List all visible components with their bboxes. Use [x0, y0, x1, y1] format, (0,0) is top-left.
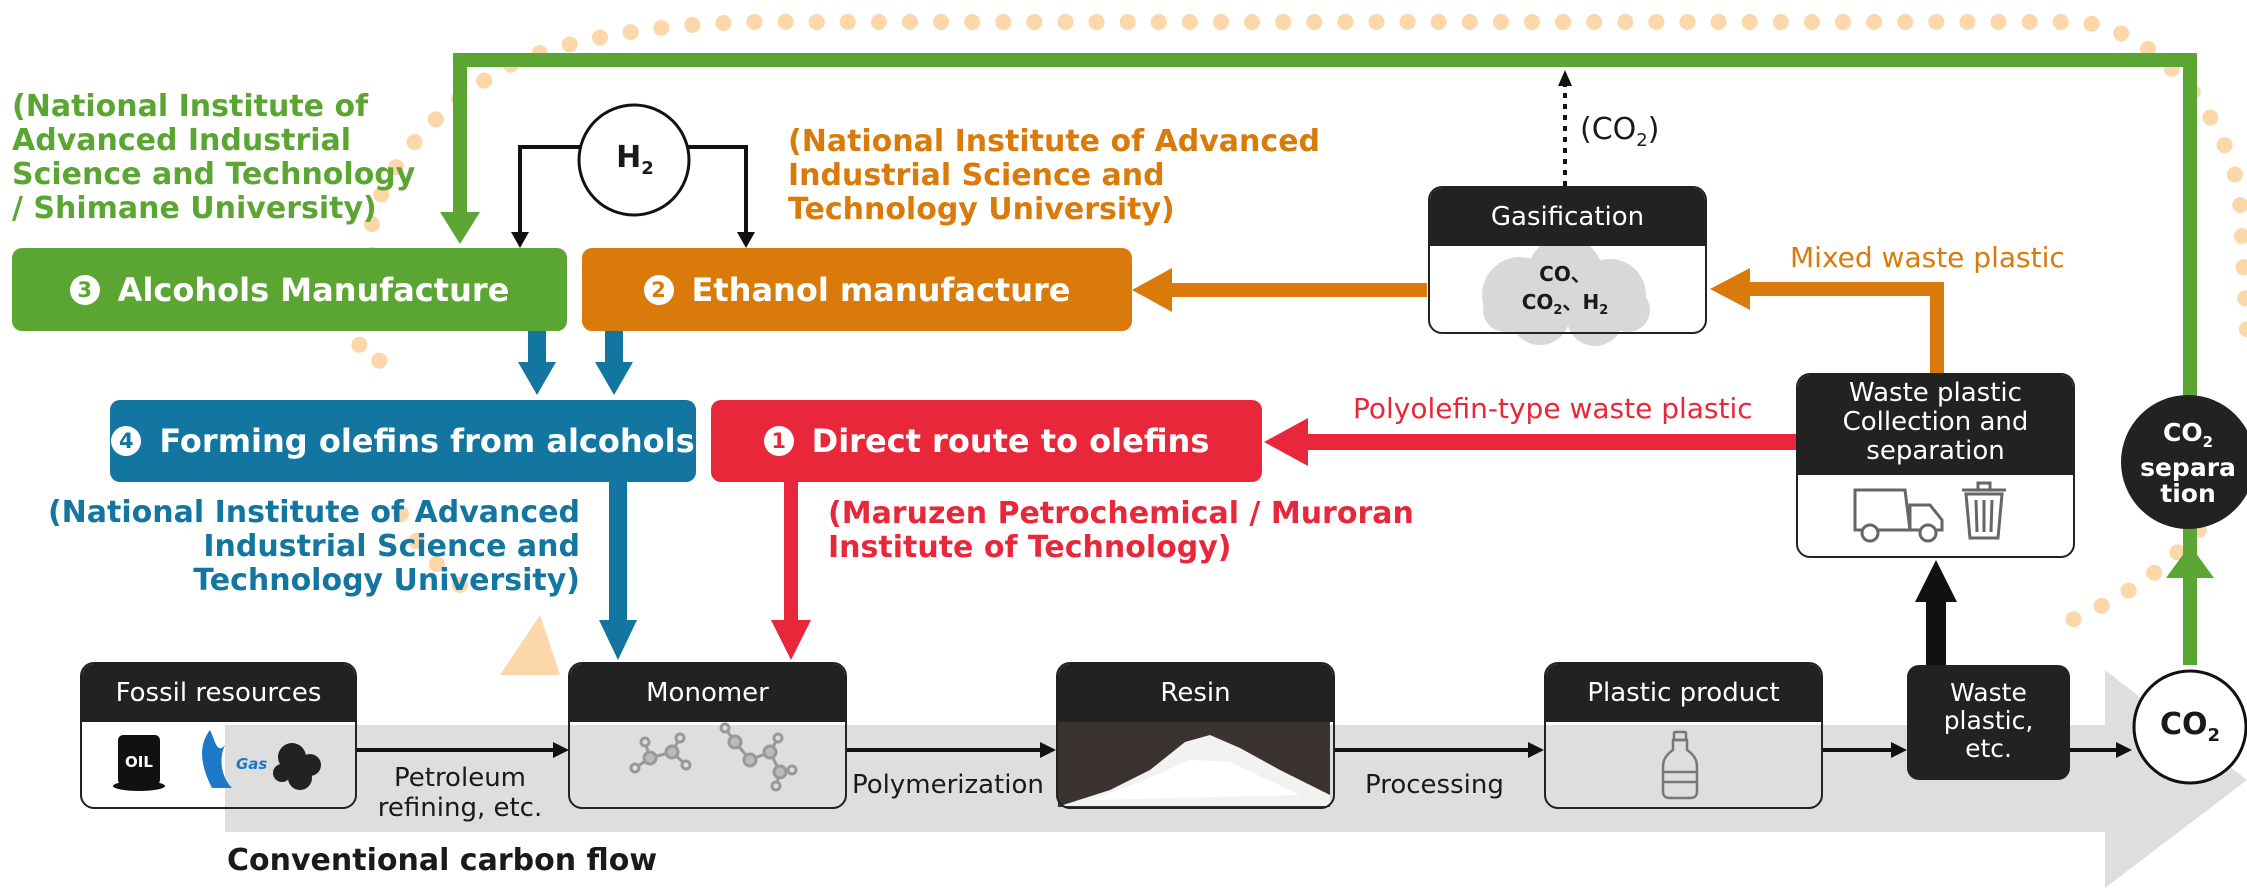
blue-shaft-left: [528, 330, 546, 368]
process-number-1: 1: [763, 426, 794, 456]
orange-arrowhead-ethanol: [1132, 268, 1172, 312]
process-label-alcohols: Alcohols Manufacture: [117, 270, 510, 309]
svg-text:Gas: Gas: [236, 755, 267, 773]
co2-separation-circle: [2121, 395, 2247, 529]
dotted-loop-arrowhead: [500, 615, 560, 675]
ethylene-molecule-icon: [629, 732, 692, 774]
process-number-4: 4: [111, 426, 142, 456]
plastic-product-box: Plastic product: [1544, 662, 1823, 809]
red-shaft-polyolefin: [1300, 434, 1800, 450]
processing-label: Processing: [1365, 770, 1504, 800]
monomer-title: Monomer: [570, 664, 845, 722]
process-label-ethanol: Ethanol manufacture: [691, 270, 1071, 309]
polyolefin-waste-label: Polyolefin-type waste plastic: [1353, 392, 1753, 425]
red-shaft-monomer: [784, 480, 798, 628]
waste-plastic-box: Waste plastic, etc.: [1907, 665, 2070, 780]
h2-arrowhead-right: [737, 232, 755, 248]
red-arrowhead-direct: [1264, 418, 1308, 466]
co2-emission-label: (CO2): [1580, 112, 1660, 151]
process-label-olefins-from-alcohols: Forming olefins from alcohols: [159, 422, 695, 460]
dotted-carbon-loop: [347, 13, 2247, 633]
conventional-flow-label: Conventional carbon flow: [227, 843, 658, 878]
co2-separation-label: CO2 separa tion: [2140, 418, 2236, 508]
resin-box: Resin: [1056, 662, 1335, 809]
coal-icon: [273, 743, 321, 790]
blue-shaft-monomer: [609, 480, 627, 628]
oil-barrel-icon: OIL: [113, 735, 165, 791]
propylene-molecule-icon: [719, 722, 798, 792]
process-1-direct-route: 1 Direct route to olefins: [711, 400, 1262, 482]
gasification-title: Gasification: [1430, 188, 1705, 246]
process-4-olefins-from-alcohols: 4 Forming olefins from alcohols: [110, 400, 696, 482]
gasification-box: Gasification: [1428, 186, 1707, 334]
institution-red: (Maruzen Petrochemical / Muroran Institu…: [828, 496, 1414, 565]
resin-pellets-image: [1058, 720, 1330, 807]
petroleum-refining-label: Petroleum refining, etc.: [377, 763, 543, 823]
orange-shaft-gasification: [1165, 283, 1427, 297]
h2-line-right: [688, 145, 748, 236]
chain-arrows: [355, 742, 2132, 758]
orange-arrowhead-gasification: [1710, 268, 1750, 310]
co2-circle-label: CO2: [2159, 707, 2221, 746]
bottle-icon: [1661, 730, 1699, 800]
black-shaft-collection: [1926, 598, 1946, 666]
co2-emission-arrowhead: [1558, 70, 1572, 86]
green-loop-line: [453, 53, 2197, 665]
red-arrowhead-monomer: [771, 620, 811, 660]
orange-line-mixed: [1745, 282, 1944, 374]
trash-can-icon: [1962, 481, 2006, 540]
gas-flame-icon: Gas: [202, 730, 267, 788]
blue-arrowhead-monomer: [599, 620, 637, 660]
process-2-ethanol: 2 Ethanol manufacture: [582, 248, 1132, 331]
mixed-waste-label: Mixed waste plastic: [1790, 241, 2065, 274]
resin-title: Resin: [1058, 664, 1333, 722]
blue-shaft-right: [605, 330, 623, 368]
gasification-cloud: [1482, 237, 1650, 346]
polymerization-label: Polymerization: [852, 770, 1044, 800]
institution-orange: (National Institute of Advanced Industri…: [788, 124, 1321, 227]
process-number-2: 2: [643, 274, 674, 305]
garbage-truck-icon: [1853, 488, 1944, 543]
plastic-product-title: Plastic product: [1546, 664, 1821, 722]
process-label-direct-route: Direct route to olefins: [811, 422, 1210, 460]
green-loop-arrowhead: [440, 212, 480, 244]
gasification-gases: CO、 CO2、H2: [1521, 262, 1609, 318]
fossil-resources-title: Fossil resources: [82, 664, 355, 722]
svg-text:OIL: OIL: [125, 753, 153, 771]
institution-green: (National Institute of Advanced Industri…: [12, 89, 416, 226]
blue-arrowhead-right: [595, 362, 633, 395]
institution-blue: (National Institute of Advanced Industri…: [47, 495, 580, 598]
green-up-arrowhead: [2166, 545, 2214, 578]
co2-circle: [2132, 669, 2247, 785]
h2-line-left: [518, 145, 580, 236]
fossil-resources-box: Fossil resources: [80, 662, 357, 809]
process-number-3: 3: [69, 274, 100, 305]
h2-arrowhead-left: [511, 232, 529, 248]
process-3-alcohols: 3 Alcohols Manufacture: [12, 248, 567, 331]
monomer-box: Monomer: [568, 662, 847, 809]
h2-circle: [577, 103, 691, 217]
black-arrowhead-collection: [1915, 560, 1957, 602]
waste-collection-title: Waste plastic Collection and separation: [1798, 375, 2073, 475]
h2-label: H2: [616, 140, 654, 179]
waste-collection-box: Waste plastic Collection and separation: [1796, 373, 2075, 558]
blue-arrowhead-left: [518, 362, 556, 395]
